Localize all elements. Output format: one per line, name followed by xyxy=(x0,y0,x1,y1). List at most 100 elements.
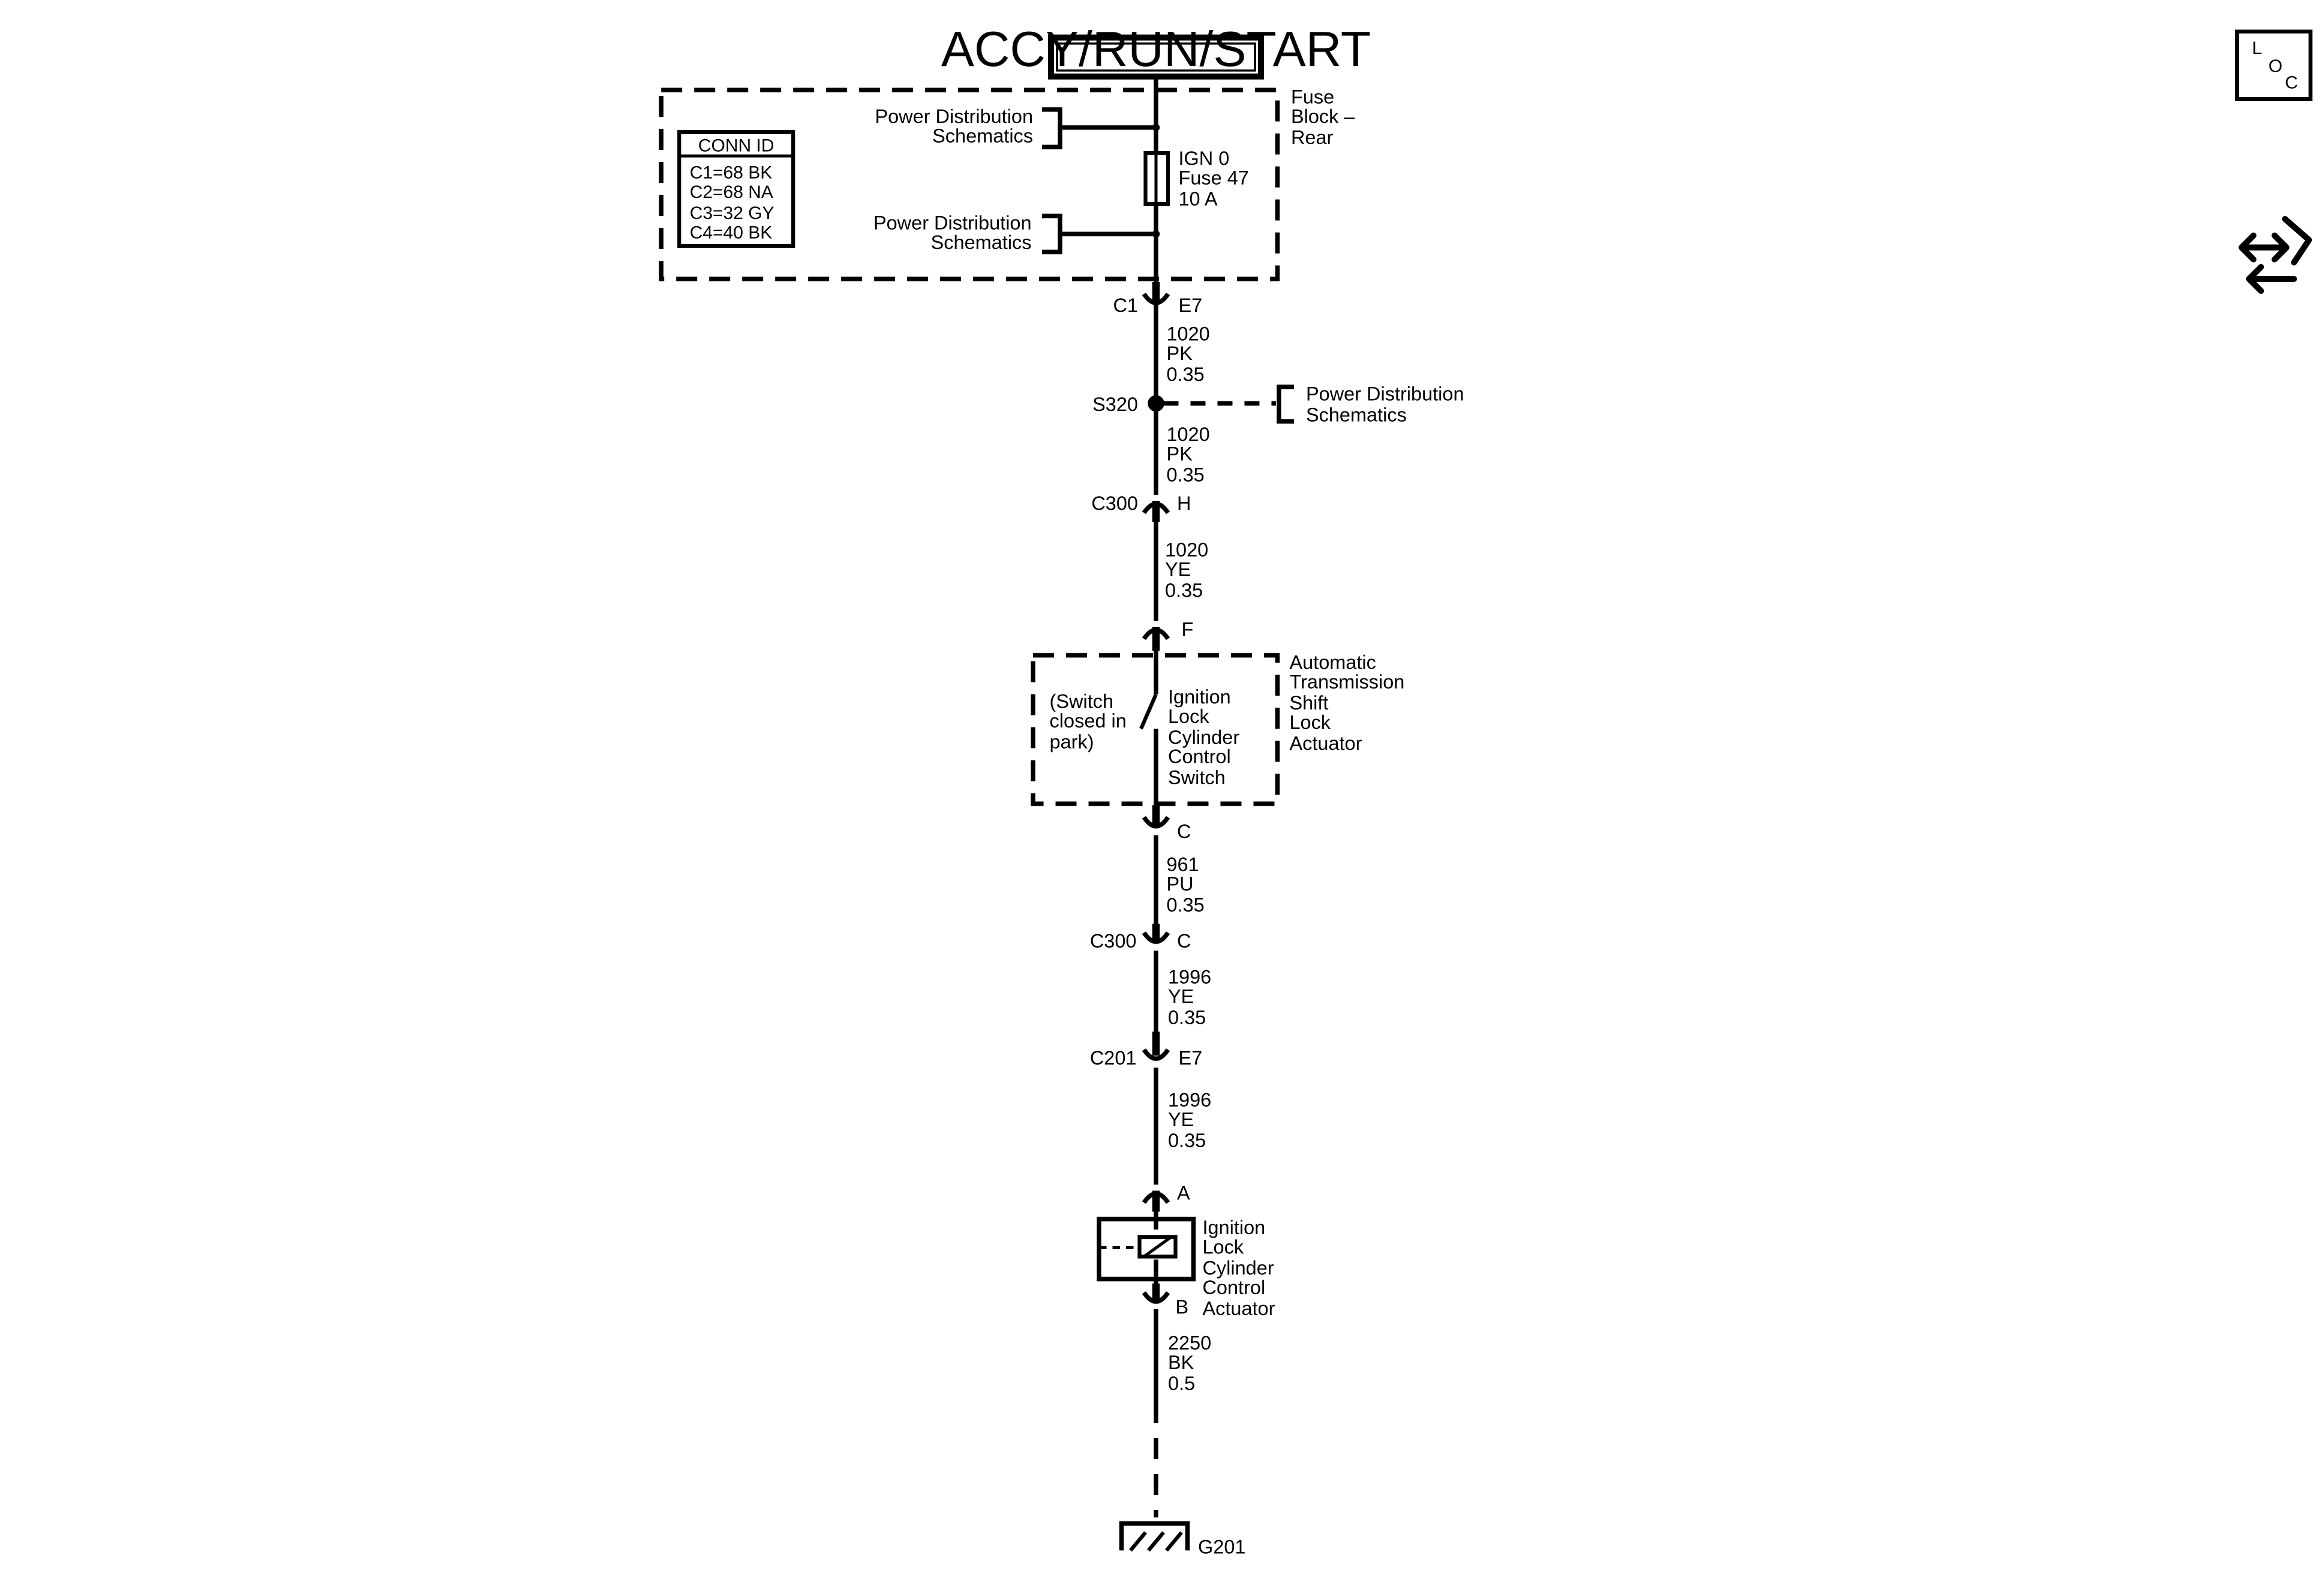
shift-lock-actuator-outline xyxy=(1031,653,1280,806)
conn-id-row: C1=68 BK xyxy=(690,163,773,183)
ignition-lock-cylinder-control-actuator: Ignition Lock Cylinder Control Actuator xyxy=(1097,1217,1275,1319)
swap-arrows-icon[interactable] xyxy=(2238,215,2313,294)
svg-text:0.35: 0.35 xyxy=(1166,464,1204,485)
svg-text:Lock: Lock xyxy=(1289,712,1331,733)
power-distribution-ref-splice: Power Distribution xyxy=(1306,383,1464,404)
svg-text:Automatic: Automatic xyxy=(1289,652,1376,673)
svg-text:Switch: Switch xyxy=(1168,767,1226,788)
svg-text:Ignition: Ignition xyxy=(1202,1217,1265,1238)
ground-g201[interactable]: G201 xyxy=(1119,1521,1246,1557)
accy-run-start-box: ACCY/RUN/START xyxy=(941,22,1371,80)
svg-text:0.35: 0.35 xyxy=(1165,580,1203,601)
svg-text:Schematics: Schematics xyxy=(932,125,1033,147)
svg-text:0.35: 0.35 xyxy=(1166,894,1204,916)
svg-text:IGN 0: IGN 0 xyxy=(1178,148,1229,169)
svg-text:0.35: 0.35 xyxy=(1168,1007,1206,1028)
connector-c201-e7[interactable]: C201 E7 xyxy=(1090,1031,1202,1069)
fuse-block-name: Fuse Block – Rear xyxy=(1291,86,1355,148)
svg-text:0.35: 0.35 xyxy=(1168,1130,1206,1151)
wire-label-w2: 1020 PK 0.35 xyxy=(1166,424,1209,485)
connector-c300-h[interactable]: C300 H xyxy=(1091,493,1191,522)
accy-run-start-label: ACCY/RUN/START xyxy=(941,22,1371,77)
svg-text:0.5: 0.5 xyxy=(1168,1373,1195,1394)
svg-text:2250: 2250 xyxy=(1168,1332,1211,1354)
svg-text:961: 961 xyxy=(1166,854,1199,875)
svg-text:Control: Control xyxy=(1168,746,1231,767)
power-distribution-ref-top[interactable]: Power Distribution Schematics xyxy=(875,106,1157,149)
svg-text:BK: BK xyxy=(1168,1352,1194,1373)
svg-text:PK: PK xyxy=(1166,343,1193,364)
svg-text:A: A xyxy=(1177,1182,1190,1204)
svg-text:1020: 1020 xyxy=(1166,424,1209,445)
svg-text:Lock: Lock xyxy=(1202,1236,1244,1258)
svg-text:0.35: 0.35 xyxy=(1166,364,1204,385)
svg-text:Transmission: Transmission xyxy=(1289,671,1404,692)
svg-text:H: H xyxy=(1177,493,1191,514)
ground-name: G201 xyxy=(1198,1536,1245,1557)
conn-id-title: CONN ID xyxy=(698,136,774,156)
svg-text:1996: 1996 xyxy=(1168,1089,1211,1111)
svg-text:L: L xyxy=(2252,38,2262,58)
svg-text:Control: Control xyxy=(1202,1277,1265,1298)
svg-text:park): park) xyxy=(1050,731,1094,752)
svg-text:C1: C1 xyxy=(1113,295,1138,316)
conn-id-row: C2=68 NA xyxy=(690,182,773,202)
svg-text:Cylinder: Cylinder xyxy=(1168,727,1239,748)
svg-text:YE: YE xyxy=(1165,559,1191,580)
svg-text:C300: C300 xyxy=(1090,930,1137,952)
svg-text:C300: C300 xyxy=(1091,493,1138,514)
svg-text:Actuator: Actuator xyxy=(1289,733,1362,754)
ignition-lock-cylinder-control-switch: (Switch closed in park) Ignition Lock Cy… xyxy=(1050,686,1240,788)
splice-s320[interactable]: S320 Power Distribution Schematics xyxy=(1092,383,1464,425)
wire-label-w5: 1996 YE 0.35 xyxy=(1168,966,1211,1028)
svg-text:Actuator: Actuator xyxy=(1202,1298,1275,1319)
connector-c[interactable]: C xyxy=(1142,805,1191,842)
connector-a[interactable]: A xyxy=(1142,1182,1190,1212)
svg-text:Schematics: Schematics xyxy=(931,232,1032,253)
svg-text:1020: 1020 xyxy=(1165,539,1208,560)
svg-text:E7: E7 xyxy=(1178,1047,1202,1069)
svg-text:10 A: 10 A xyxy=(1178,188,1217,210)
loc-icon[interactable]: L O C xyxy=(2235,29,2313,101)
svg-text:Lock: Lock xyxy=(1168,706,1209,727)
svg-text:Block –: Block – xyxy=(1291,106,1355,127)
conn-id-row: C3=32 GY xyxy=(690,203,774,223)
svg-text:Cylinder: Cylinder xyxy=(1202,1257,1274,1279)
connector-c300-c[interactable]: C300 C xyxy=(1090,923,1191,952)
wire-label-w1: 1020 PK 0.35 xyxy=(1166,323,1209,385)
svg-text:1996: 1996 xyxy=(1168,966,1211,988)
svg-text:C201: C201 xyxy=(1090,1047,1137,1069)
connector-f[interactable]: F xyxy=(1142,619,1193,651)
wire-label-w4: 961 PU 0.35 xyxy=(1166,854,1204,915)
connector-b[interactable]: B xyxy=(1142,1283,1188,1318)
svg-text:C: C xyxy=(1177,821,1191,842)
svg-text:Schematics: Schematics xyxy=(1306,404,1407,425)
svg-text:YE: YE xyxy=(1168,1109,1194,1130)
conn-id-table: CONN ID C1=68 BK C2=68 NA C3=32 GY C4=40… xyxy=(677,130,795,248)
power-distribution-ref-bottom[interactable]: Power Distribution Schematics xyxy=(873,212,1157,254)
svg-text:PU: PU xyxy=(1166,873,1193,895)
svg-text:Rear: Rear xyxy=(1291,127,1334,148)
svg-text:C: C xyxy=(2285,73,2298,93)
wire-label-w3: 1020 YE 0.35 xyxy=(1165,539,1208,601)
fuse-47: IGN 0 Fuse 47 10 A xyxy=(1143,148,1249,210)
connector-c1-e7[interactable]: C1 E7 xyxy=(1113,281,1202,316)
svg-text:F: F xyxy=(1181,619,1193,640)
splice-name: S320 xyxy=(1092,394,1138,415)
svg-text:Power Distribution: Power Distribution xyxy=(873,212,1032,233)
fuse-block-outline xyxy=(659,88,1280,281)
svg-text:Shift: Shift xyxy=(1289,692,1328,713)
svg-text:closed in: closed in xyxy=(1050,710,1127,731)
wire-label-w6: 1996 YE 0.35 xyxy=(1168,1089,1211,1151)
svg-text:Ignition: Ignition xyxy=(1168,686,1231,707)
svg-text:YE: YE xyxy=(1168,986,1194,1007)
svg-text:C: C xyxy=(1177,930,1191,952)
svg-text:Fuse: Fuse xyxy=(1291,86,1334,108)
svg-text:Power Distribution: Power Distribution xyxy=(875,106,1033,127)
wire-label-w7: 2250 BK 0.5 xyxy=(1168,1332,1211,1394)
svg-text:(Switch: (Switch xyxy=(1050,691,1114,712)
svg-text:O: O xyxy=(2269,56,2283,76)
shift-lock-actuator-name: Automatic Transmission Shift Lock Actuat… xyxy=(1289,652,1404,754)
svg-text:E7: E7 xyxy=(1178,295,1202,316)
